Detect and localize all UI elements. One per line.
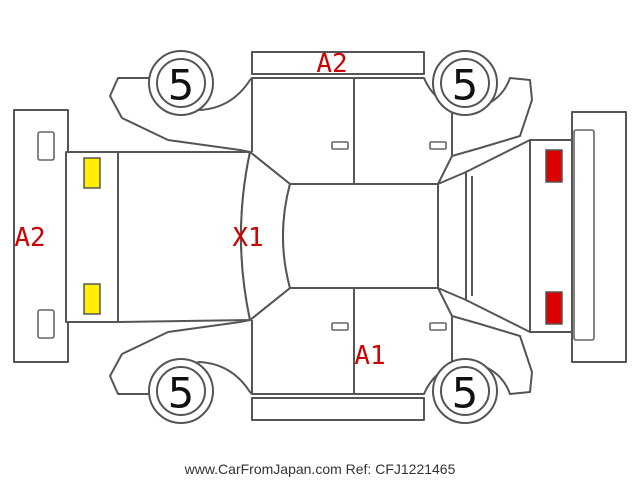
wheel-grade: 5 bbox=[168, 61, 195, 110]
wheel-grade: 5 bbox=[452, 61, 479, 110]
top-view-body bbox=[65, 139, 573, 333]
damage-mark-bottom-side: A1 bbox=[354, 341, 385, 371]
damage-mark-top-side: A2 bbox=[316, 49, 347, 79]
damage-mark-front-bumper: A2 bbox=[14, 223, 45, 253]
rear-bumper bbox=[571, 111, 627, 363]
front-bumper bbox=[13, 109, 69, 363]
bottom-side-panel bbox=[109, 287, 533, 421]
rear-lamp-bottom bbox=[545, 291, 563, 325]
front-lamp-top bbox=[83, 157, 101, 189]
front-lamp-bottom bbox=[83, 283, 101, 315]
wheel-grade: 5 bbox=[452, 369, 479, 418]
footer-reference: www.CarFromJapan.com Ref: CFJ1221465 bbox=[184, 461, 456, 477]
rear-lamp-top bbox=[545, 149, 563, 183]
wheel-front-left: 5 bbox=[148, 50, 214, 116]
damage-mark-hood: X1 bbox=[232, 223, 263, 253]
wheel-rear-right: 5 bbox=[432, 358, 498, 424]
wheel-rear-left: 5 bbox=[432, 50, 498, 116]
wheel-front-right: 5 bbox=[148, 358, 214, 424]
wheel-grade: 5 bbox=[168, 369, 195, 418]
